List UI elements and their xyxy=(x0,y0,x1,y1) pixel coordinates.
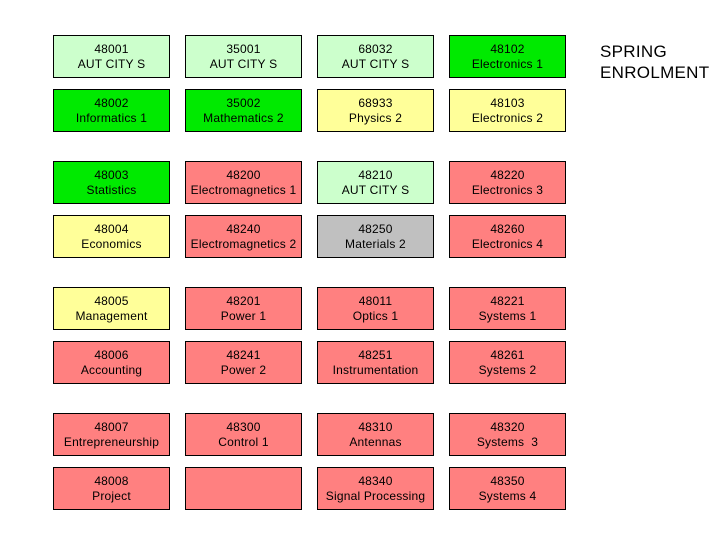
course-code: 48005 xyxy=(94,293,129,308)
course-name: Optics 1 xyxy=(352,308,399,323)
course-name: Electronics 3 xyxy=(471,182,544,197)
course-code: 35001 xyxy=(226,41,261,56)
course-code: 48201 xyxy=(226,293,261,308)
course-code: 48250 xyxy=(358,221,393,236)
course-code: 48200 xyxy=(226,167,261,182)
course-code: 48310 xyxy=(358,419,393,434)
course-name: Electronics 2 xyxy=(471,110,544,125)
course-name: Systems 1 xyxy=(478,308,537,323)
course-name: Electronics 1 xyxy=(471,56,544,71)
course-code: 48103 xyxy=(490,95,525,110)
course-name: AUT CITY S xyxy=(341,182,410,197)
course-name: Materials 2 xyxy=(345,236,406,251)
course-code: 48240 xyxy=(226,221,261,236)
course-code: 35002 xyxy=(226,95,261,110)
course-name: Project xyxy=(92,488,131,503)
course-code: 48350 xyxy=(490,473,525,488)
slide-title: SPRING ENROLMENT xyxy=(600,41,709,83)
course-code: 48340 xyxy=(358,473,393,488)
course-name: Physics 2 xyxy=(348,110,403,125)
slide-title-line2: ENROLMENT xyxy=(600,63,710,82)
course-code: 48007 xyxy=(94,419,129,434)
course-name: Signal Processing xyxy=(325,488,426,503)
course-name: Electromagnetics 1 xyxy=(190,182,297,197)
course-name: Systems 3 xyxy=(476,434,539,449)
course-name: Electromagnetics 2 xyxy=(190,236,297,251)
course-name: Informatics 1 xyxy=(75,110,148,125)
course-code: 48261 xyxy=(490,347,525,362)
course-code: 48220 xyxy=(490,167,525,182)
course-name: Antennas xyxy=(349,434,402,449)
slide-title-line1: SPRING xyxy=(600,42,667,61)
course-code: 48251 xyxy=(358,347,393,362)
course-code: 48210 xyxy=(358,167,393,182)
course-name: Accounting xyxy=(80,362,143,377)
course-name: Mathematics 2 xyxy=(203,110,284,125)
course-name: Systems 2 xyxy=(478,362,537,377)
course-name: Instrumentation xyxy=(332,362,419,377)
course-code: 48221 xyxy=(490,293,525,308)
course-code: 48003 xyxy=(94,167,129,182)
course-name: Power 1 xyxy=(220,308,267,323)
course-code: 68032 xyxy=(358,41,393,56)
course-name: Systems 4 xyxy=(478,488,537,503)
course-box-empty xyxy=(185,467,302,510)
course-name: AUT CITY S xyxy=(77,56,146,71)
course-name: Electronics 4 xyxy=(471,236,544,251)
course-code: 48011 xyxy=(358,293,393,308)
course-code: 48006 xyxy=(94,347,129,362)
course-name: AUT CITY S xyxy=(341,56,410,71)
course-name: Power 2 xyxy=(220,362,267,377)
course-code: 48300 xyxy=(226,419,261,434)
course-code: 48241 xyxy=(226,347,261,362)
course-name: Entrepreneurship xyxy=(63,434,160,449)
course-name: Management xyxy=(75,308,148,323)
course-name: Statistics xyxy=(86,182,137,197)
course-code: 48001 xyxy=(94,41,129,56)
course-name: Control 1 xyxy=(218,434,269,449)
course-code: 48002 xyxy=(94,95,129,110)
course-code: 48004 xyxy=(94,221,129,236)
course-code: 48102 xyxy=(490,41,525,56)
course-code: 48260 xyxy=(490,221,525,236)
course-code: 48320 xyxy=(490,419,525,434)
course-name: Economics xyxy=(81,236,142,251)
course-name: AUT CITY S xyxy=(209,56,278,71)
course-code: 68933 xyxy=(358,95,393,110)
course-code: 48008 xyxy=(94,473,129,488)
